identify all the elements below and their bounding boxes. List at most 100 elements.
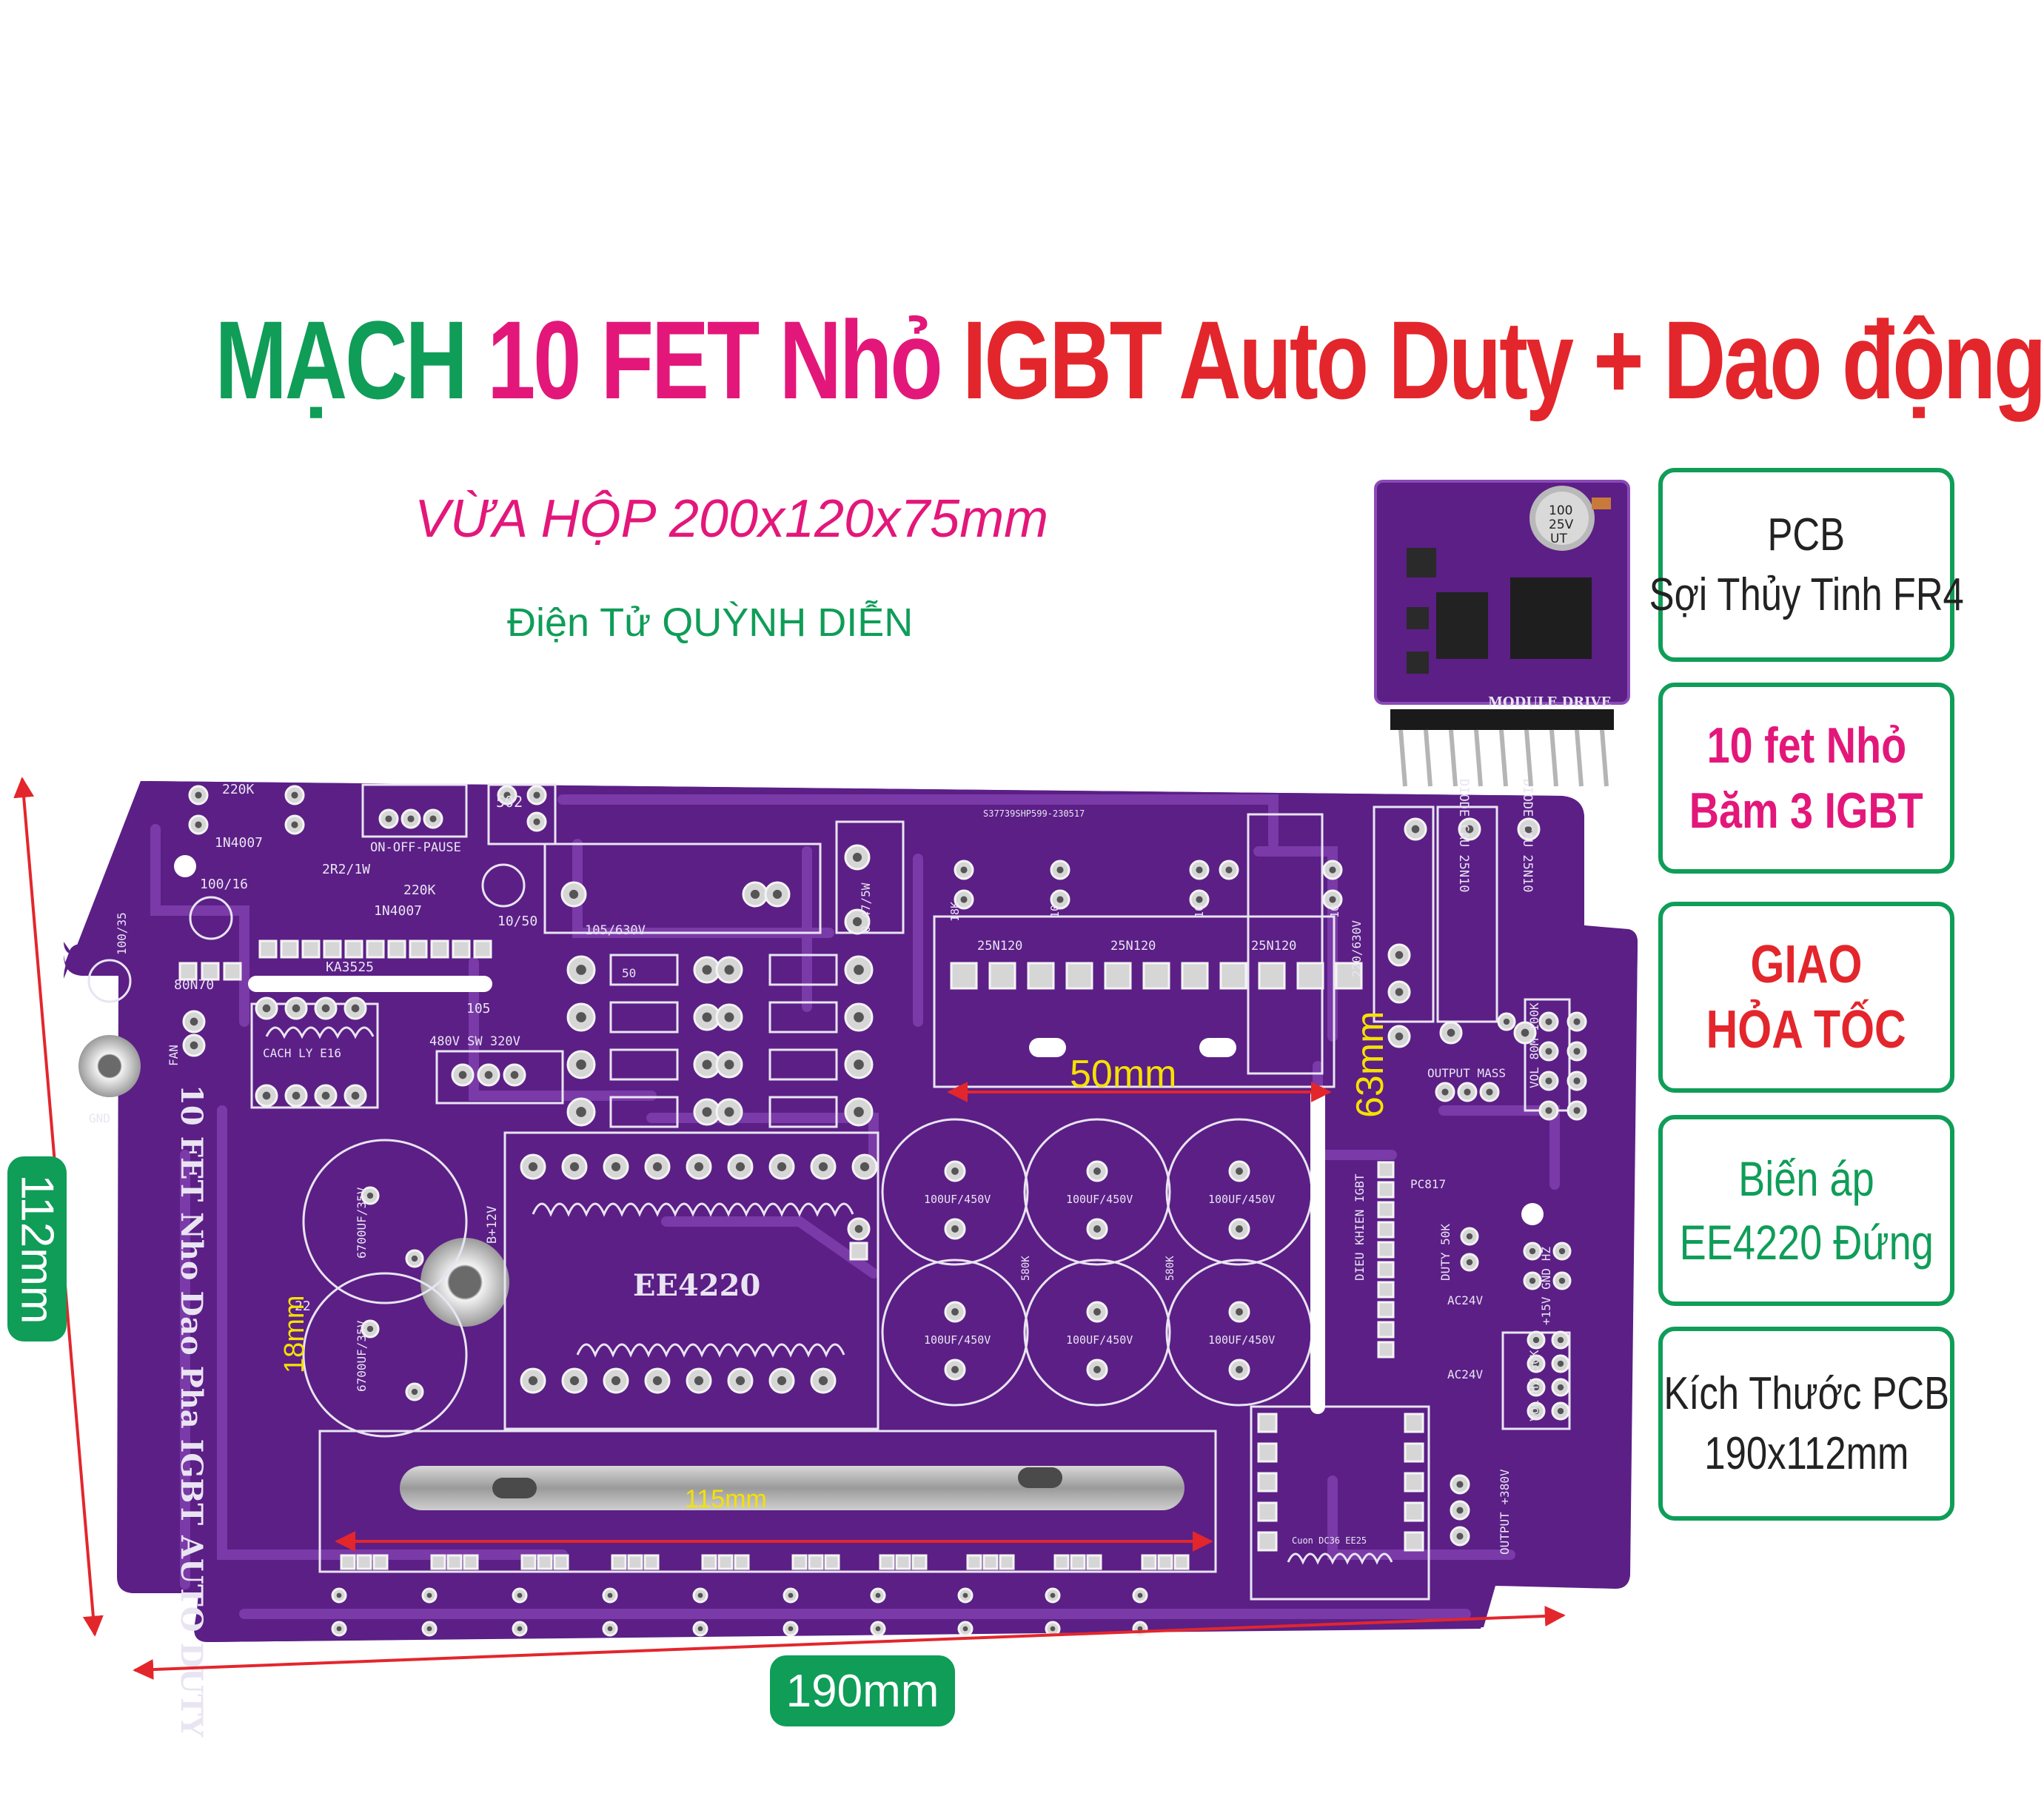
pad-hole (1395, 951, 1404, 959)
square-pad (982, 1554, 999, 1570)
square-pad (1173, 1554, 1190, 1570)
square-pad (717, 1554, 734, 1570)
square-pad (178, 962, 198, 981)
pad-hole (1056, 866, 1064, 874)
square-pad (988, 962, 1016, 990)
pad-hole (1573, 1048, 1581, 1055)
square-pad (1377, 1281, 1395, 1299)
heatsink-slot (492, 1478, 537, 1498)
pad-hole (533, 791, 540, 799)
silk-label: 1N4007 (374, 903, 422, 919)
brand-name: Điện Tử QUỲNH DIỄN (507, 600, 914, 645)
silk-label: 502 (496, 793, 523, 811)
pad-hole (854, 1012, 864, 1022)
square-pad (452, 939, 471, 959)
pad-hole (385, 815, 392, 823)
square-pad (537, 1554, 553, 1570)
square-pad (1141, 1554, 1157, 1570)
silk-label: 220/630V (1350, 920, 1364, 977)
pad-hole (702, 1012, 712, 1022)
pad-hole (1466, 1233, 1473, 1240)
pad-hole (336, 1626, 342, 1632)
silk-label: 100/16 (200, 877, 248, 892)
pad-hole (860, 1162, 870, 1172)
pad-hole (1529, 1277, 1536, 1284)
pad-hole (694, 1162, 704, 1172)
square-pad (340, 1554, 356, 1570)
module-cap-label: 100 (1549, 503, 1572, 518)
pad-hole (429, 815, 437, 823)
silk-label: 480V SW 320V (429, 1034, 520, 1049)
pad-hole (1447, 1028, 1455, 1037)
pad-hole (1329, 896, 1336, 903)
silk-label: 100UF/450V (1066, 1333, 1133, 1347)
square-pad (911, 1554, 928, 1570)
pcb-silkscreen (87, 783, 1571, 1601)
square-pad (849, 1242, 868, 1261)
square-pad (1404, 1501, 1424, 1522)
silk-label: DIODE CAU 25N10 (1456, 779, 1471, 893)
pad-hole (724, 1107, 734, 1117)
feature-line: GIAO (1750, 935, 1863, 994)
square-pad (1257, 1531, 1278, 1552)
silk-label: 50 (622, 966, 636, 980)
silk-label: AC24V (1447, 1367, 1484, 1381)
pad-hole (772, 889, 783, 900)
silk-label: GND (89, 1111, 110, 1125)
module-pin (1499, 729, 1508, 787)
pad-hole (569, 1376, 580, 1386)
pad-hole (1456, 1481, 1464, 1488)
silk-label: 220K (222, 782, 255, 797)
square-pad (1104, 962, 1132, 990)
pad-hole (875, 1626, 881, 1632)
silk-label: 0.47/5W (859, 882, 873, 933)
pad-hole (426, 1626, 432, 1632)
module-pin (1600, 729, 1609, 787)
square-pad (1219, 962, 1247, 990)
pad-hole (1524, 825, 1533, 834)
silk-label: 580K (1165, 1256, 1176, 1281)
pad-hole (1558, 1247, 1566, 1255)
square-pad (1257, 1442, 1278, 1463)
pad-hole (1456, 1532, 1464, 1540)
square-pad (950, 962, 978, 990)
pad-hole (1545, 1048, 1552, 1055)
module-header (1390, 709, 1614, 730)
silk-label: 10 (1048, 905, 1062, 918)
square-pad (1257, 1413, 1278, 1433)
pad-hole (1225, 866, 1233, 874)
silk-label: FAN (167, 1045, 181, 1066)
pad-hole (735, 1162, 745, 1172)
width-dim-label: 190mm (770, 1655, 955, 1726)
square-pad (734, 1554, 750, 1570)
feature-line: Băm 3 IGBT (1689, 783, 1924, 839)
pad-hole (569, 1162, 580, 1172)
silk-label: 6700UF/35V (355, 1187, 369, 1259)
silk-label: S37739SHP599-230517 (983, 808, 1085, 819)
gnd-terminal (78, 1035, 141, 1097)
pad-hole (1532, 1407, 1540, 1415)
silk-label: +15V GND HZ (1539, 1247, 1553, 1325)
heatsink-top-width: 50mm (1070, 1053, 1176, 1096)
pad-hole (788, 1592, 794, 1598)
pad-hole (426, 1592, 432, 1598)
pcb-illustration: 220K 1N4007 ON-OFF-PAUSE 502 2R2/1W 220K… (13, 480, 1638, 1738)
pad-hole (750, 889, 760, 900)
pad-hole (1466, 1259, 1473, 1266)
pcb-side-text: 10 FET Nho Dao Pha IGBT AUTO DUTY (174, 1085, 209, 1738)
pad-hole (510, 1071, 519, 1079)
square-pad (473, 939, 492, 959)
pad-hole (854, 1059, 864, 1070)
pad-hole (951, 1366, 959, 1373)
silk-label: CACH LY E16 (263, 1046, 341, 1060)
silk-label: AC24V (1447, 1293, 1484, 1307)
module-optocoupler (1436, 592, 1488, 659)
pad-hole (875, 1592, 881, 1598)
title-part-1: MẠCH (215, 298, 468, 422)
square-pad (1257, 1472, 1278, 1493)
height-dim-text: 112mm (11, 1173, 63, 1324)
igbt-pads (950, 962, 1363, 990)
pad-hole (951, 1308, 959, 1316)
feature-line: 190x112mm (1703, 1428, 1909, 1479)
square-pad (1377, 1161, 1395, 1179)
